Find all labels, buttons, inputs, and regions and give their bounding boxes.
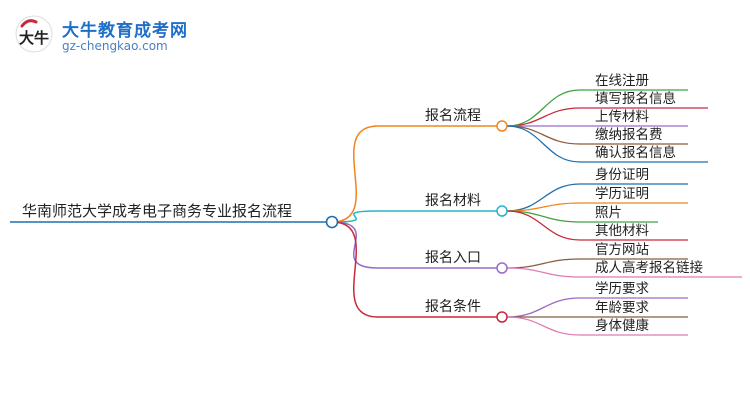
- branch-label: 报名条件: [425, 298, 481, 315]
- branch-connector-4: [331, 221, 379, 318]
- site-logo[interactable]: 大牛 大牛教育成考网 gz-chengkao.com: [14, 14, 194, 58]
- branch-label: 报名入口: [425, 250, 481, 266]
- leaf-label: 官方网站: [595, 242, 649, 258]
- leaf-label: 其他材料: [595, 223, 649, 239]
- branch-label: 报名材料: [425, 193, 481, 209]
- bull-logo-icon: 大牛: [15, 15, 53, 53]
- leaf-connector: [506, 210, 581, 241]
- leaf-label: 身体健康: [595, 317, 649, 334]
- leaf-connector: [506, 267, 581, 278]
- logo-mark-text: 大牛: [19, 29, 49, 47]
- leaf-label: 学历要求: [595, 281, 649, 297]
- leaf-label: 在线注册: [595, 73, 649, 89]
- leaf-connector: [506, 258, 581, 269]
- leaf-label: 成人高考报名链接: [595, 259, 703, 276]
- logo-site-url: gz-chengkao.com: [62, 39, 168, 53]
- leaf-connector: [506, 125, 581, 163]
- leaf-connector: [506, 107, 581, 127]
- leaf-label: 填写报名信息: [595, 90, 676, 107]
- root-label: 华南师范大学成考电子商务专业报名流程: [22, 202, 292, 220]
- leaf-label: 上传材料: [595, 109, 649, 125]
- leaf-label: 年龄要求: [595, 300, 649, 316]
- branch-node: [496, 205, 508, 217]
- branch-connector-3: [331, 221, 379, 269]
- logo-site-name: 大牛教育成考网: [62, 21, 188, 41]
- leaf-connector: [506, 316, 581, 336]
- leaf-label: 照片: [595, 205, 622, 221]
- leaf-connector: [506, 125, 581, 145]
- leaf-label: 学历证明: [595, 186, 649, 202]
- branch-label: 报名流程: [425, 108, 481, 124]
- root-node: [325, 215, 339, 229]
- leaf-label: 缴纳报名费: [595, 127, 663, 143]
- leaf-connector: [506, 297, 581, 318]
- branch-connector-1: [331, 125, 379, 223]
- leaf-label: 确认报名信息: [595, 144, 676, 161]
- branch-node: [496, 120, 508, 132]
- leaf-connector: [506, 89, 581, 127]
- branch-connector-2: [331, 210, 379, 223]
- branch-node: [496, 262, 508, 274]
- leaf-label: 身份证明: [595, 167, 649, 183]
- branch-node: [496, 311, 508, 323]
